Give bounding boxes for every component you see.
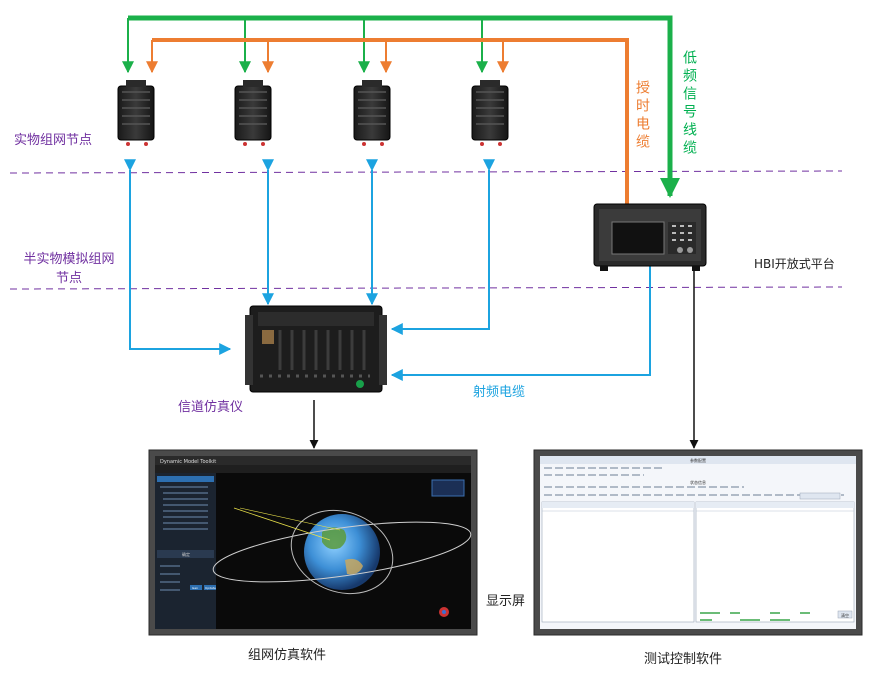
label-rf-cable: 射频电缆 xyxy=(473,385,526,400)
test-monitor: 参数配置 状态信息 清空 xyxy=(533,449,863,636)
timing-cable xyxy=(146,38,629,208)
divider-top xyxy=(9,170,843,174)
sim-gen-button: Gen xyxy=(192,586,198,590)
channel-emulator-device xyxy=(245,305,387,393)
earth-globe xyxy=(304,514,380,590)
rf-cables xyxy=(124,159,656,381)
label-network-sim-software: 组网仿真软件 xyxy=(248,648,327,663)
physical-node-1 xyxy=(117,80,155,146)
divider-bottom xyxy=(9,286,843,290)
low-freq-cable xyxy=(122,15,680,198)
label-channel-emulator: 信道仿真仪 xyxy=(178,400,244,415)
test-clear-button: 清空 xyxy=(841,612,849,618)
physical-node-4 xyxy=(471,80,509,146)
test-section-status: 状态信息 xyxy=(690,479,706,485)
sim-update-button: Update xyxy=(205,586,216,590)
sim-monitor: Dynamic Model Toolkit 确定 Gen Update xyxy=(148,449,478,636)
label-physical-nodes: 实物组网节点 xyxy=(14,133,93,148)
label-semi-physical: 半实物模拟组网 节点 xyxy=(14,248,124,286)
sim-panel-button: 确定 xyxy=(182,551,190,557)
physical-node-3 xyxy=(353,80,391,146)
label-low-freq-cable: 低频信号线缆 xyxy=(681,50,697,158)
label-timing-cable: 授时电缆 xyxy=(634,80,650,152)
label-test-control-software: 测试控制软件 xyxy=(644,652,723,667)
label-semi-physical-line2: 节点 xyxy=(55,271,82,286)
label-display-screen: 显示屏 xyxy=(486,594,526,609)
label-hbi-platform: HBI开放式平台 xyxy=(754,257,835,271)
hbi-platform-device xyxy=(593,203,707,271)
label-semi-physical-line1: 半实物模拟组网 xyxy=(23,252,115,267)
physical-node-2 xyxy=(234,80,272,146)
test-window-title: 参数配置 xyxy=(690,457,706,463)
sim-window-title: Dynamic Model Toolkit xyxy=(160,459,216,465)
